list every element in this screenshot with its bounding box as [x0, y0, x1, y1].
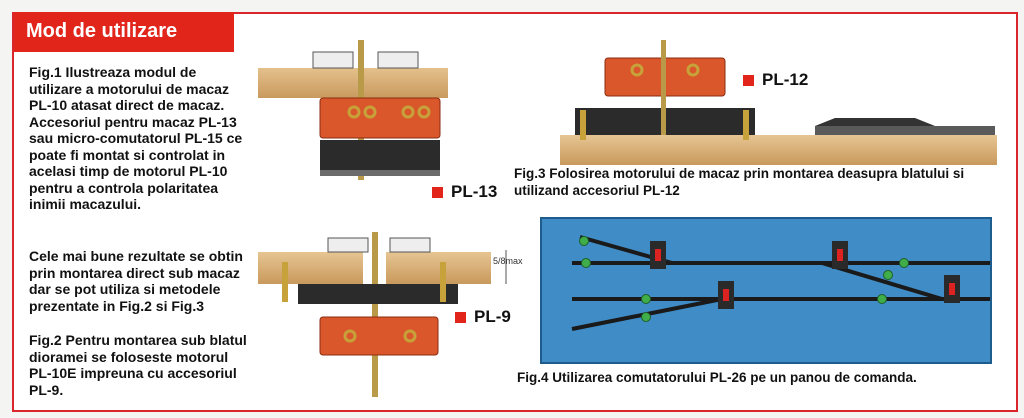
lamp: [899, 258, 909, 268]
section-title: Mod de utilizare: [14, 12, 234, 52]
fig2-illustration: [258, 232, 507, 397]
baseboard: [560, 135, 997, 165]
baseboard-right: [386, 252, 491, 284]
lamp: [641, 312, 651, 322]
fig1-description: Fig.1 Ilustreaza modul de utilizare a mo…: [29, 64, 243, 212]
lamp: [877, 294, 887, 304]
lamp: [883, 270, 893, 280]
panel-track-diagram: [571, 235, 990, 331]
label-pl9: PL-9: [455, 307, 511, 327]
motor-base: [320, 140, 440, 170]
lamp: [579, 236, 589, 246]
rail: [815, 126, 995, 135]
throw-rod: [372, 232, 378, 397]
fig3-caption: Fig.3 Folosirea motorului de macaz prin …: [514, 166, 965, 198]
fig3-illustration: [560, 40, 997, 165]
dimension-label: 5/8max: [493, 256, 523, 266]
fig1-illustration: [258, 40, 448, 180]
baseboard: [258, 68, 448, 98]
fig4-caption: Fig.4 Utilizarea comutatorului PL-26 pe …: [517, 370, 917, 385]
label-pl12: PL-12: [743, 70, 808, 90]
motor-body: [319, 316, 439, 356]
best-results-note: Cele mai bune rezultate se obtin prin mo…: [29, 248, 243, 314]
baseboard-left: [258, 252, 363, 284]
lamp: [641, 294, 651, 304]
fig2-description: Fig.2 Pentru montarea sub blatul diorame…: [29, 332, 247, 398]
label-pl13: PL-13: [432, 182, 497, 202]
control-panel: [540, 217, 992, 364]
lamp: [581, 258, 591, 268]
